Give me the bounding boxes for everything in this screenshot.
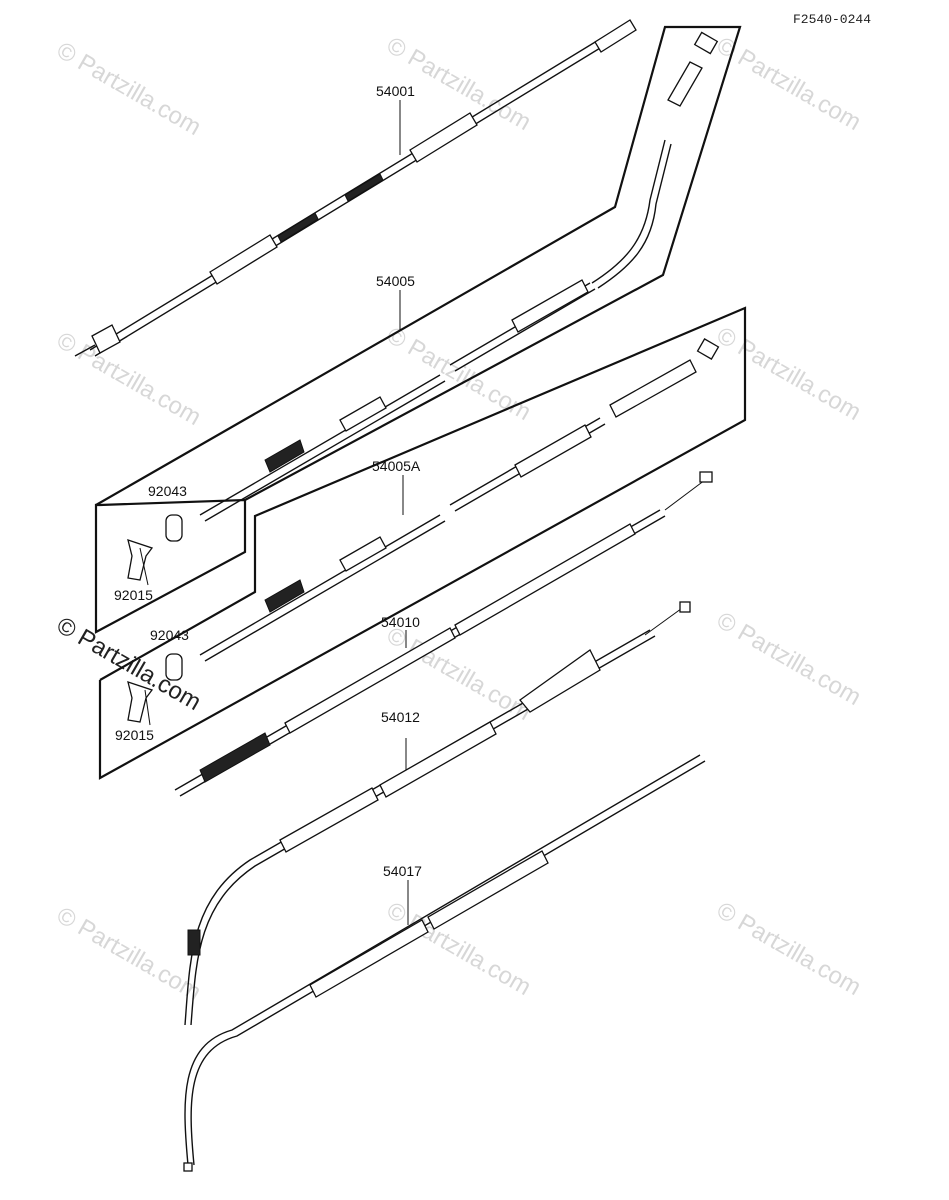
cable-54017: [183, 754, 706, 1172]
label-54005: 54005: [376, 273, 415, 289]
watermark-text: © Partzilla.com: [52, 37, 206, 141]
part-92043-b: [165, 653, 183, 681]
label-92015-a: 92015: [114, 587, 153, 603]
label-54005A: 54005A: [372, 458, 421, 474]
part-92043-a: [165, 514, 183, 542]
leader-lines: [139, 100, 409, 925]
watermark-text: © Partzilla.com: [712, 607, 866, 711]
cable-54010: [174, 471, 713, 797]
cable-54012: [184, 601, 691, 1026]
label-92043-b: 92043: [150, 627, 189, 643]
callout-box-outline: [94, 498, 247, 634]
watermark-text: © Partzilla.com: [712, 32, 866, 136]
label-54001: 54001: [376, 83, 415, 99]
part-92015-a: [127, 539, 154, 581]
watermark-text: © Partzilla.com: [712, 322, 866, 426]
callout-box-54005A: [98, 306, 747, 780]
cable-54005A: [199, 338, 720, 662]
part-92015-b: [127, 681, 154, 723]
watermark-text: © Partzilla.com: [712, 897, 866, 1001]
label-92043-a: 92043: [148, 483, 187, 499]
label-54010: 54010: [381, 614, 420, 630]
callout-box-54005: [95, 25, 742, 506]
cable-54001: [74, 19, 637, 357]
cable-54005: [199, 31, 719, 522]
diagram-code: F2540-0244: [793, 12, 871, 27]
watermark-text: © Partzilla.com: [52, 327, 206, 431]
label-92015-b: 92015: [115, 727, 154, 743]
label-54017: 54017: [383, 863, 422, 879]
watermark-text: © Partzilla.com: [52, 902, 206, 1006]
label-54012: 54012: [381, 709, 420, 725]
